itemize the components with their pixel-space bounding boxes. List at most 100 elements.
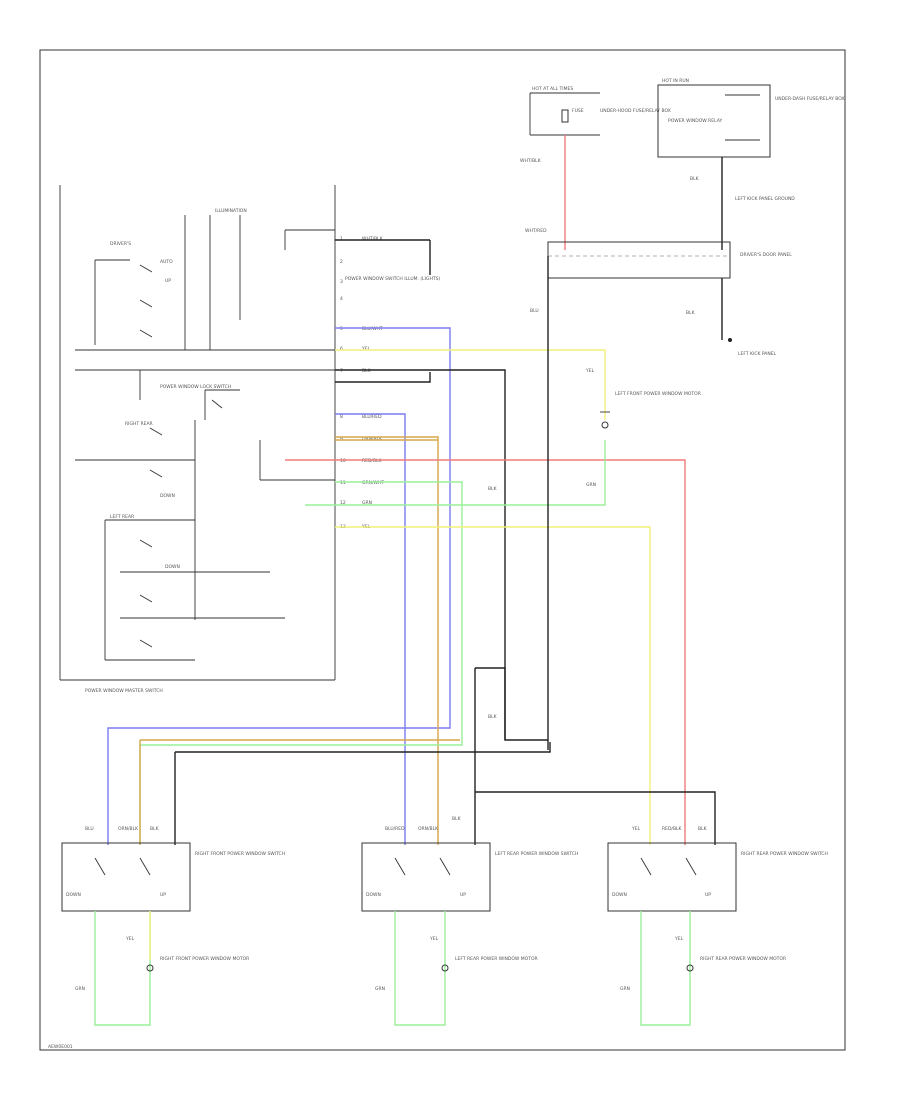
fuse-box-label: UNDER-HOOD FUSE/RELAY BOX (600, 108, 671, 114)
hot-at-all-times-fuse: HOT AT ALL TIMES FUSE UNDER-HOOD FUSE/RE… (529, 86, 671, 136)
right-front-motor: RIGHT FRONT POWER WINDOW MOTOR GRN YEL (75, 911, 249, 1026)
wire-label-grn-lf: GRN (586, 482, 596, 488)
right-front-motor-label: RIGHT FRONT POWER WINDOW MOTOR (160, 956, 249, 962)
pin-wire-8: GRN/WHT (362, 480, 384, 486)
wire-label-blk-rr: BLK (698, 826, 708, 832)
footer-code: AEW0E001 (48, 1044, 73, 1050)
diagram-frame (39, 49, 846, 1051)
pin-3: 3 (340, 279, 343, 285)
wire-label-grn-rfm: GRN (75, 986, 85, 992)
wire-grn-lf (305, 440, 606, 506)
pin-6: 6 (340, 346, 343, 352)
pin-wire-9: GRN (362, 500, 372, 506)
wire-label-red-rr: RED/BLK (662, 826, 683, 832)
wire-label-grn-lrm: GRN (375, 986, 385, 992)
left-rear-switch-label: LEFT REAR POWER WINDOW SWITCH (495, 851, 578, 857)
wire-label-wht-red: WHT/RED (525, 228, 547, 234)
rf-up-label: UP (160, 892, 166, 898)
label-lock-switch: POWER WINDOW LOCK SWITCH (160, 384, 231, 390)
wire-label-blu-rf: BLU (85, 826, 94, 832)
wire-blu-wht (107, 327, 451, 845)
right-front-switch: BLU ORN/BLK BLK RIGHT FRONT POWER WINDOW… (61, 826, 285, 912)
pin-11: 11 (340, 480, 346, 486)
pin-wire-1: WHT/BLK (362, 236, 384, 242)
pin-1: 1 (340, 236, 343, 242)
wire-label-yel-lrm: YEL (429, 936, 439, 942)
right-rear-switch: YEL RED/BLK BLK RIGHT REAR POWER WINDOW … (607, 826, 828, 912)
left-front-motor: LEFT FRONT POWER WINDOW MOTOR YEL GRN (585, 368, 701, 488)
wire-label-blk-ground: BLK (686, 310, 696, 316)
label-right-rear: RIGHT REAR (125, 421, 153, 427)
hot-label: HOT AT ALL TIMES (532, 86, 573, 92)
relay-label: POWER WINDOW RELAY (668, 118, 722, 124)
wire-label-yel-lf: YEL (585, 368, 595, 374)
pin-9: 9 (340, 436, 343, 442)
rr-up-label: UP (705, 892, 711, 898)
pin-wire-6: ORN/BLK (362, 436, 383, 442)
wire-label-yel-rfm: YEL (125, 936, 135, 942)
master-switch-label: POWER WINDOW MASTER SWITCH (85, 688, 163, 694)
wire-blk-rr (475, 791, 716, 845)
right-front-switch-label: RIGHT FRONT POWER WINDOW SWITCH (195, 851, 285, 857)
wire-red-blk (285, 459, 686, 845)
wire-label-blu: BLU (530, 308, 539, 314)
wire-label-blk-low: BLK (488, 714, 498, 720)
wire-label-orn-lr: ORN/BLK (418, 826, 439, 832)
driver-door-connector: DRIVER'S DOOR PANEL (547, 241, 792, 279)
wire-label-yel-rrm: YEL (674, 936, 684, 942)
pin-wire-3: YEL (361, 346, 371, 352)
wire-label-blk-mid: BLK (488, 486, 498, 492)
right-rear-motor-label: RIGHT REAR POWER WINDOW MOTOR (700, 956, 786, 962)
wire-label-yel-rr: YEL (631, 826, 641, 832)
wire-label-grn-rrm: GRN (620, 986, 630, 992)
label-auto: AUTO (160, 259, 173, 265)
left-front-motor-label: LEFT FRONT POWER WINDOW MOTOR (615, 391, 701, 397)
pin-wire-2: BLU/WHT (362, 326, 383, 332)
label-down-2: DOWN (165, 564, 180, 570)
wire-yel-rr (335, 526, 651, 845)
left-rear-motor-label: LEFT REAR POWER WINDOW MOTOR (455, 956, 538, 962)
label-down: DOWN (160, 493, 175, 499)
pin-7: 7 (340, 368, 343, 374)
pin-2: 2 (340, 259, 343, 265)
label-illumination: ILLUMINATION (215, 208, 247, 214)
pin-wire-4: BLK (362, 368, 372, 374)
wire-label-blk-rf: BLK (150, 826, 160, 832)
left-kick-panel-label: LEFT KICK PANEL (738, 351, 777, 357)
pin-wire-5: BLU/RED (362, 414, 382, 420)
power-window-relay-box: HOT IN RUN POWER WINDOW RELAY UNDER-DASH… (657, 78, 845, 158)
wire-blk-ground-bus (335, 369, 548, 741)
wire-grn-wht (139, 481, 463, 845)
lr-down-label: DOWN (366, 892, 381, 898)
wire-label-blu-lr: BLU/RED (385, 826, 405, 832)
lr-up-label: UP (460, 892, 466, 898)
label-left-rear: LEFT REAR (110, 514, 134, 520)
wire-label-wht-blk-top: WHT/BLK (520, 158, 542, 164)
pin-wire-7: RED/BLK (362, 458, 383, 464)
wire-orn-blk (335, 436, 439, 845)
label-drivers: DRIVER'S (110, 241, 131, 247)
fuse-label: FUSE (572, 108, 584, 114)
pin-12: 12 (340, 500, 346, 506)
pin-5: 5 (340, 326, 343, 332)
driver-door-panel-label: DRIVER'S DOOR PANEL (740, 252, 792, 258)
left-rear-switch: BLU/RED ORN/BLK BLK LEFT REAR POWER WIND… (361, 816, 578, 912)
wire-label-blk-relay: BLK (690, 176, 700, 182)
wire-blk-stub (335, 372, 431, 383)
pin-4: 4 (340, 296, 343, 302)
switch-illum-note: POWER WINDOW SWITCH ILLUM. (LIGHTS) (345, 276, 440, 282)
rr-down-label: DOWN (612, 892, 627, 898)
label-up: UP (165, 278, 171, 284)
rf-down-label: DOWN (66, 892, 81, 898)
power-window-master-switch: DRIVER'S ILLUMINATION POWER WINDOW LOCK … (59, 185, 440, 694)
left-kick-ground-label: LEFT KICK PANEL GROUND (735, 196, 795, 202)
wire-label-orn-rf: ORN/BLK (118, 826, 139, 832)
dash-fuse-box-label: UNDER-DASH FUSE/RELAY BOX (775, 96, 845, 102)
wire-blu-red (335, 413, 406, 845)
ground-symbol-icon (728, 338, 732, 342)
wire-yel-lf (335, 349, 606, 420)
pin-8: 8 (340, 414, 343, 420)
wire-label-blk-lr: BLK (452, 816, 462, 822)
left-rear-motor: LEFT REAR POWER WINDOW MOTOR GRN YEL (375, 911, 538, 1026)
